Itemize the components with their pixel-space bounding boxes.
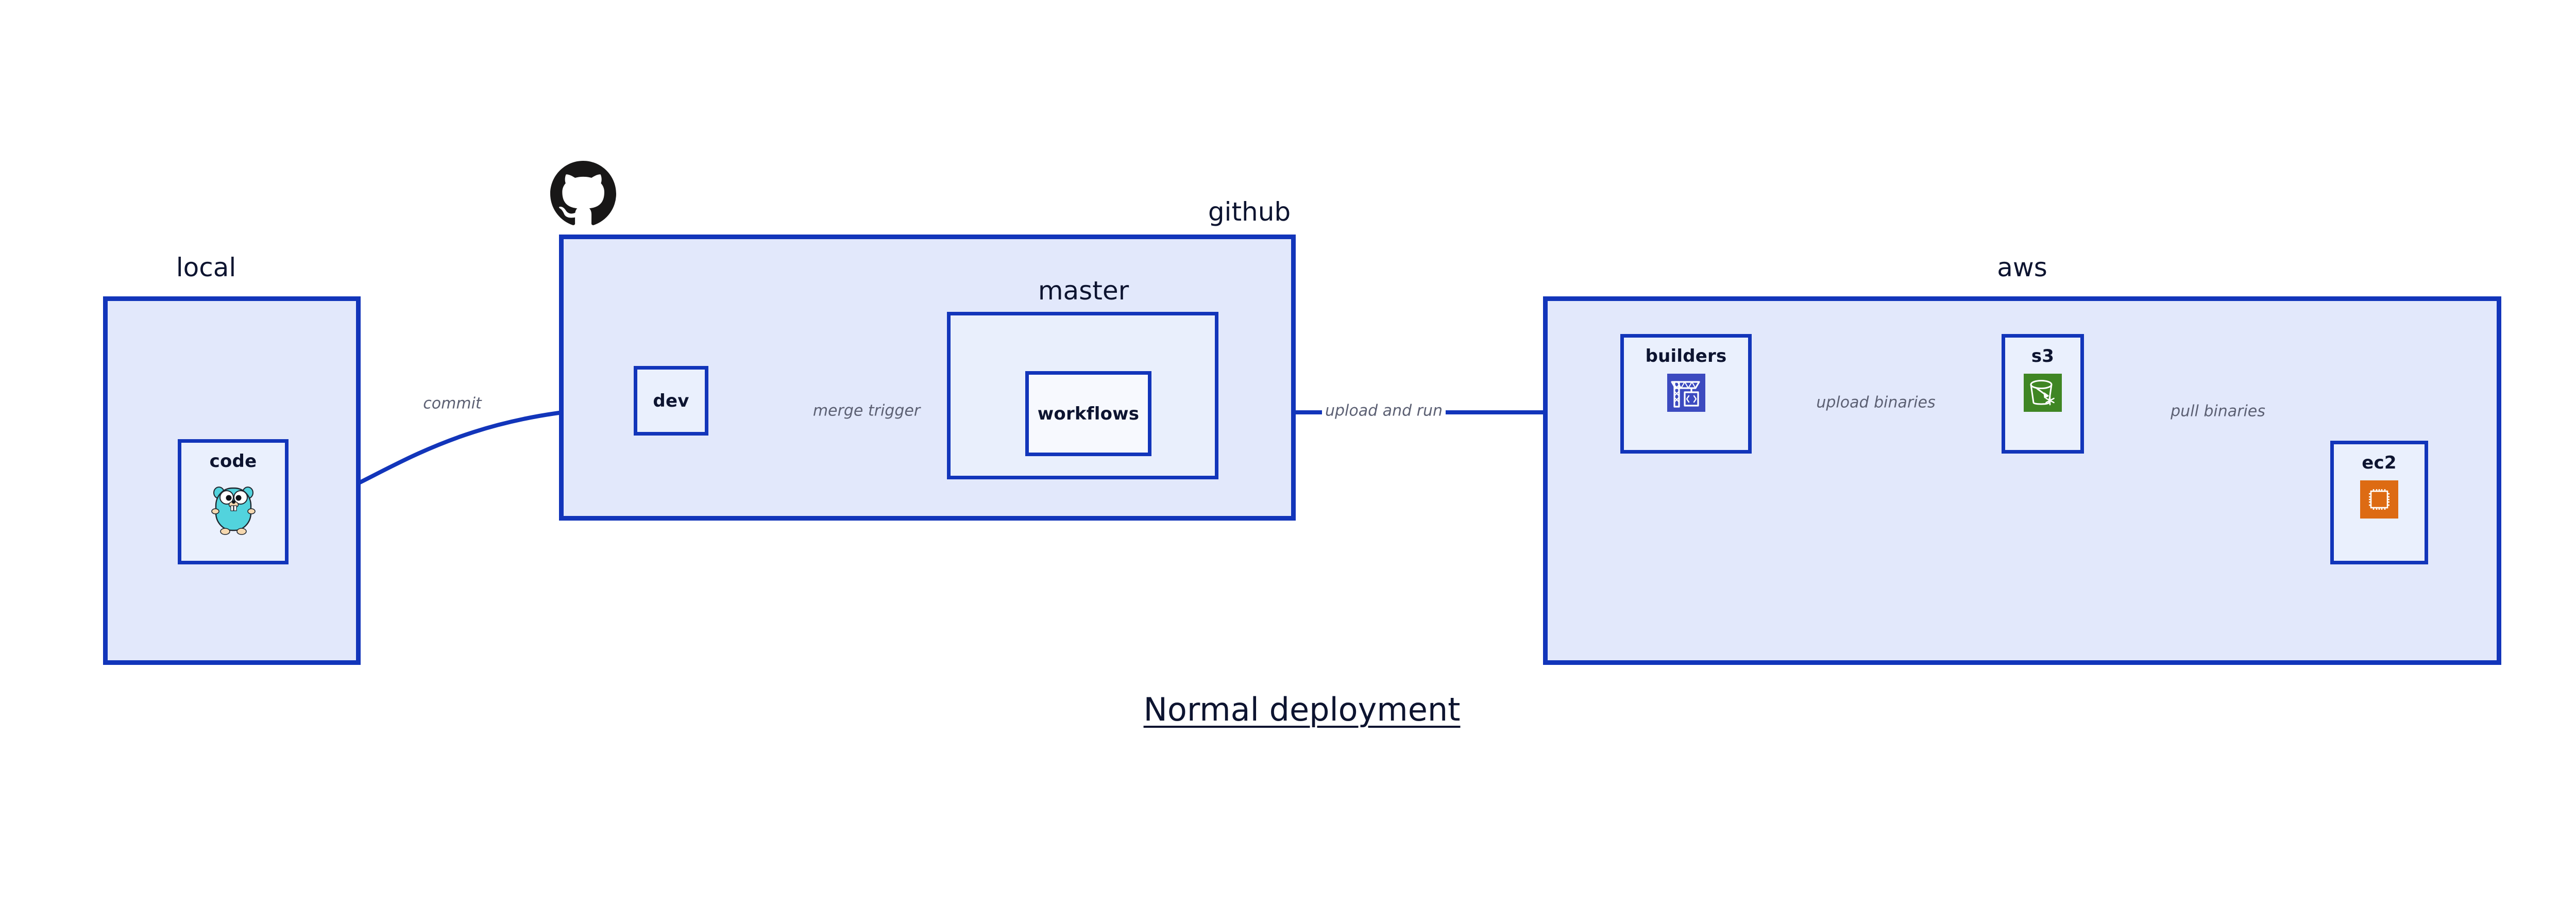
go-gopher-icon [210,479,257,539]
node-code-label: code [209,451,257,472]
node-builders-label: builders [1645,346,1727,366]
edge-label-commit: commit [420,394,485,413]
node-code[interactable]: code [178,439,289,564]
cluster-label-master: master [1038,276,1129,306]
aws-codebuild-icon [1667,374,1705,414]
aws-ec2-chip-icon [2360,480,2398,521]
edge-label-upload-binaries: upload binaries [1813,393,1939,412]
node-workflows-label: workflows [1037,403,1140,424]
node-s3[interactable]: s3 [2002,334,2084,454]
node-ec2[interactable]: ec2 [2330,441,2428,564]
edge-label-pull-binaries: pull binaries [2167,402,2268,421]
github-octocat-icon [550,161,616,229]
edge-label-merge-trigger: merge trigger [809,402,924,420]
cluster-label-local: local [176,253,236,282]
node-dev-label: dev [653,390,689,411]
node-builders[interactable]: builders [1620,334,1752,454]
node-dev[interactable]: dev [634,366,708,436]
node-workflows[interactable]: workflows [1025,371,1151,456]
diagram-title: Normal deployment [1143,691,1461,728]
cluster-label-aws: aws [1997,253,2047,282]
edge-label-upload-and-run: upload and run [1321,402,1446,420]
node-s3-label: s3 [2031,346,2055,366]
cluster-label-github: github [1208,197,1291,227]
aws-s3-bucket-icon [2024,374,2062,414]
node-ec2-label: ec2 [2362,453,2397,473]
